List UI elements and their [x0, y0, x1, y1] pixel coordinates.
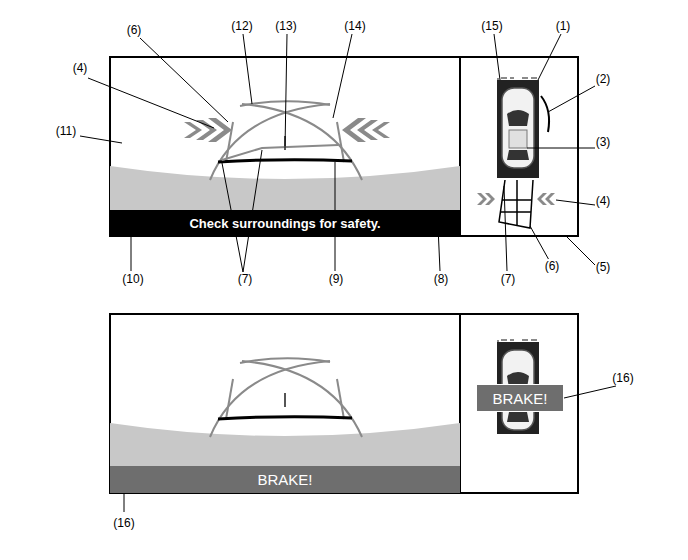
callout-number: (16)	[611, 371, 634, 385]
screen-text: Check surroundings for safety.	[189, 216, 380, 231]
callout-number: (13)	[274, 19, 297, 33]
warning-box: BRAKE!	[476, 384, 564, 412]
callout-number: (11)	[55, 124, 77, 138]
message-bar: Check surroundings for safety.	[110, 210, 460, 236]
callout-number: (6)	[126, 23, 143, 37]
callout-number: (14)	[343, 19, 366, 33]
callout-number: (12)	[230, 19, 253, 33]
callout-number: (4)	[595, 194, 612, 208]
callout-number: (10)	[121, 272, 144, 286]
callout-number: (2)	[595, 72, 612, 86]
warning-bar: BRAKE!	[110, 466, 460, 493]
callout-number: (6)	[544, 259, 561, 273]
callout-number: (1)	[555, 19, 572, 33]
callout-number: (9)	[328, 272, 345, 286]
callout-number: (15)	[480, 19, 503, 33]
callout-number: (7)	[237, 272, 254, 286]
callout-number: (4)	[72, 61, 89, 75]
screen-text: BRAKE!	[492, 390, 547, 407]
callout-number: (16)	[112, 516, 135, 530]
screen-text: BRAKE!	[257, 471, 312, 488]
callout-number: (8)	[433, 272, 450, 286]
callout-number: (7)	[500, 272, 517, 286]
callout-number: (3)	[595, 135, 612, 149]
callout-number: (5)	[595, 260, 612, 274]
